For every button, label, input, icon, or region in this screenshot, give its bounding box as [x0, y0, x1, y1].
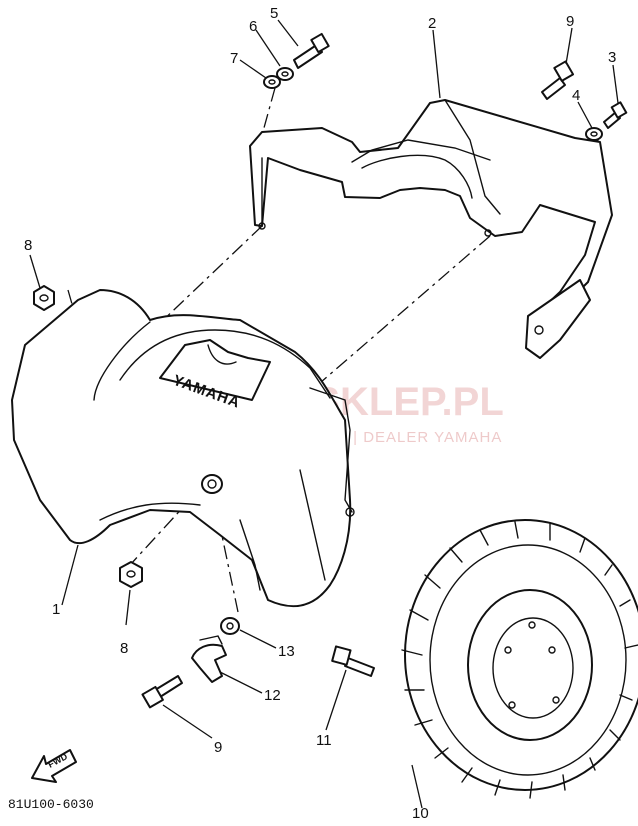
callout-12: 12 — [264, 687, 281, 704]
upper-shroud-part — [249, 99, 613, 359]
callout-5: 5 — [270, 5, 278, 22]
callout-7: 7 — [230, 50, 238, 67]
bolt-9-upper — [541, 60, 575, 100]
nut-8-lower — [119, 561, 143, 588]
washer-4 — [585, 127, 603, 141]
callout-1: 1 — [52, 601, 60, 618]
callout-10: 10 — [412, 805, 429, 822]
callout-numbers: 1 2 3 4 5 6 7 8 8 9 9 10 11 12 13 — [24, 5, 616, 822]
bolt-3 — [603, 101, 628, 129]
washer-6 — [276, 67, 294, 81]
callout-3: 3 — [608, 49, 616, 66]
bolt-5 — [293, 32, 330, 69]
callout-2: 2 — [428, 15, 436, 32]
callout-6: 6 — [249, 18, 257, 35]
fwd-arrow-icon: FWD — [31, 749, 77, 783]
grommet-13 — [220, 617, 240, 635]
callout-13: 13 — [278, 643, 295, 660]
bolt-9-lower — [141, 675, 183, 709]
callout-8-lower: 8 — [120, 640, 128, 657]
flywheel-fan-part — [401, 519, 638, 799]
leader-lines — [29, 19, 619, 809]
diagram-code: 81U100-6030 — [8, 797, 94, 812]
callout-9-lower: 9 — [214, 739, 222, 756]
callout-8-upper: 8 — [24, 237, 32, 254]
callout-11: 11 — [316, 732, 332, 749]
washer-7 — [263, 75, 281, 89]
callout-9-upper: 9 — [566, 13, 574, 30]
callout-4: 4 — [572, 87, 580, 104]
nut-8-upper — [33, 285, 55, 311]
clip-12 — [191, 635, 227, 683]
bolt-11 — [331, 645, 375, 677]
lower-cover-part: YAMAHA — [11, 289, 355, 608]
